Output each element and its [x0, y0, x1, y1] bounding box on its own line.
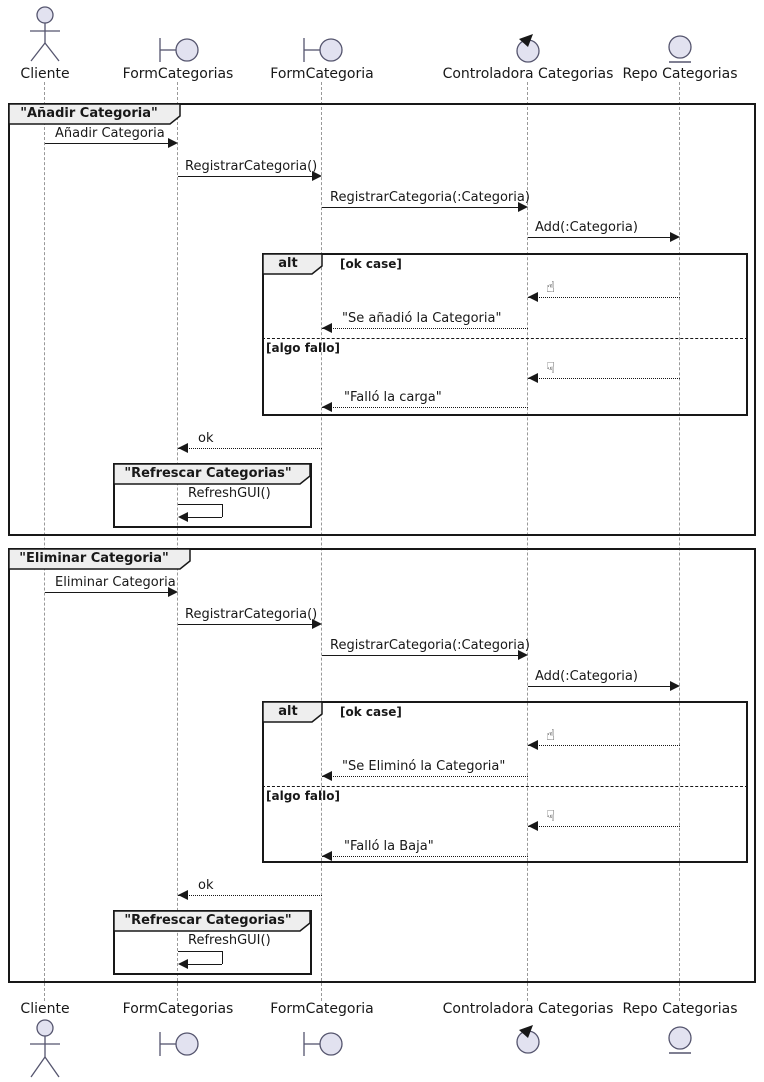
- arrowhead: [670, 232, 680, 242]
- lifeline-cliente: [44, 82, 45, 1001]
- lifeline-form-categorias: [177, 82, 178, 1001]
- arrowhead: [168, 587, 178, 597]
- boundary-icon: [303, 38, 343, 62]
- message-label: "Falló la Baja": [344, 839, 434, 854]
- participant-label-controladora: Controladora Categorias: [442, 66, 614, 82]
- message-label: ok: [198, 431, 214, 446]
- arrowhead: [528, 821, 538, 831]
- arrowhead: [528, 740, 538, 750]
- lifeline-repo: [679, 82, 680, 1001]
- message-label: RefreshGUI(): [188, 933, 271, 948]
- arrowhead: [312, 171, 322, 181]
- alt-frame: [262, 253, 748, 416]
- message-label: Add(:Categoria): [535, 220, 638, 235]
- arrowhead: [322, 323, 332, 333]
- guard-algo-fallo-2: [algo fallo]: [266, 789, 340, 803]
- message-label: RegistrarCategoria(:Categoria): [330, 638, 530, 653]
- participant-label-cliente: Cliente: [20, 66, 70, 82]
- frame-anadir-categoria: [8, 103, 756, 536]
- arrowhead: [528, 292, 538, 302]
- message-label: RegistrarCategoria(): [185, 607, 318, 622]
- message-label: Add(:Categoria): [535, 669, 638, 684]
- participant-label-repo: Repo Categorias: [622, 66, 738, 82]
- arrowhead: [178, 959, 188, 969]
- message-label: RegistrarCategoria(): [185, 159, 318, 174]
- arrowhead: [528, 373, 538, 383]
- alt-frame-2: [262, 701, 748, 863]
- arrowhead: [322, 402, 332, 412]
- participant-label-form-categorias-bottom: FormCategorias: [122, 1001, 234, 1017]
- frame-refrescar-tab: [113, 463, 311, 485]
- actor-icon: [30, 6, 60, 62]
- message-label: ok: [198, 878, 214, 893]
- alt-label: alt: [278, 256, 298, 271]
- thumbs-down-icon: ☟: [546, 359, 556, 377]
- frame-refrescar-tab-2: [113, 910, 311, 932]
- participant-label-controladora-bottom: Controladora Categorias: [442, 1001, 614, 1017]
- guard-algo-fallo: [algo fallo]: [266, 341, 340, 355]
- arrowhead: [322, 851, 332, 861]
- message-label: "Se añadió la Categoria": [342, 311, 502, 326]
- actor-icon: [30, 1019, 60, 1078]
- participant-label-repo-bottom: Repo Categorias: [622, 1001, 738, 1017]
- guard-ok-case-2: [ok case]: [340, 705, 402, 719]
- participant-label-form-categoria: FormCategoria: [270, 66, 374, 82]
- message-label: "Falló la carga": [344, 390, 442, 405]
- alt-divider-2: [262, 786, 748, 787]
- guard-ok-case: [ok case]: [340, 257, 402, 271]
- frame-eliminar-title: "Eliminar Categoria": [19, 551, 169, 566]
- participant-label-form-categoria-bottom: FormCategoria: [270, 1001, 374, 1017]
- arrowhead: [670, 681, 680, 691]
- alt-tab-2: [262, 701, 323, 723]
- alt-divider: [262, 338, 748, 339]
- control-icon: [516, 1025, 540, 1054]
- message-label: RefreshGUI(): [188, 486, 271, 501]
- entity-icon: [668, 1026, 692, 1054]
- frame-refrescar-title: "Refrescar Categorias": [124, 466, 292, 481]
- boundary-icon: [159, 38, 199, 62]
- lifeline-form-categoria: [321, 82, 322, 1001]
- message-label: "Se Eliminó la Categoria": [342, 759, 506, 774]
- arrowhead: [178, 443, 188, 453]
- frame-refrescar-title-2: "Refrescar Categorias": [124, 913, 292, 928]
- alt-label-2: alt: [278, 704, 298, 719]
- thumbs-down-icon: ☟: [546, 807, 556, 825]
- arrowhead: [518, 650, 528, 660]
- frame-eliminar-tab: [8, 548, 191, 570]
- frame-eliminar-categoria: [8, 548, 756, 983]
- lifeline-controladora: [527, 82, 528, 1001]
- message-label: RegistrarCategoria(:Categoria): [330, 190, 530, 205]
- boundary-icon: [303, 1032, 343, 1056]
- arrowhead: [178, 890, 188, 900]
- frame-anadir-title: "Añadir Categoria": [20, 106, 158, 121]
- message-label: Añadir Categoria: [55, 126, 165, 141]
- arrowhead: [312, 619, 322, 629]
- arrowhead: [178, 512, 188, 522]
- participant-label-cliente-bottom: Cliente: [20, 1001, 70, 1017]
- thumbs-up-icon: ☝: [546, 726, 556, 744]
- entity-icon: [668, 35, 692, 63]
- message-label: Eliminar Categoria: [55, 575, 176, 590]
- thumbs-up-icon: ☝: [546, 278, 556, 296]
- arrowhead: [322, 771, 332, 781]
- frame-anadir-tab: [8, 103, 181, 125]
- arrowhead: [518, 202, 528, 212]
- control-icon: [516, 34, 540, 63]
- arrowhead: [168, 138, 178, 148]
- participant-label-form-categorias: FormCategorias: [122, 66, 234, 82]
- alt-tab: [262, 253, 323, 275]
- boundary-icon: [159, 1032, 199, 1056]
